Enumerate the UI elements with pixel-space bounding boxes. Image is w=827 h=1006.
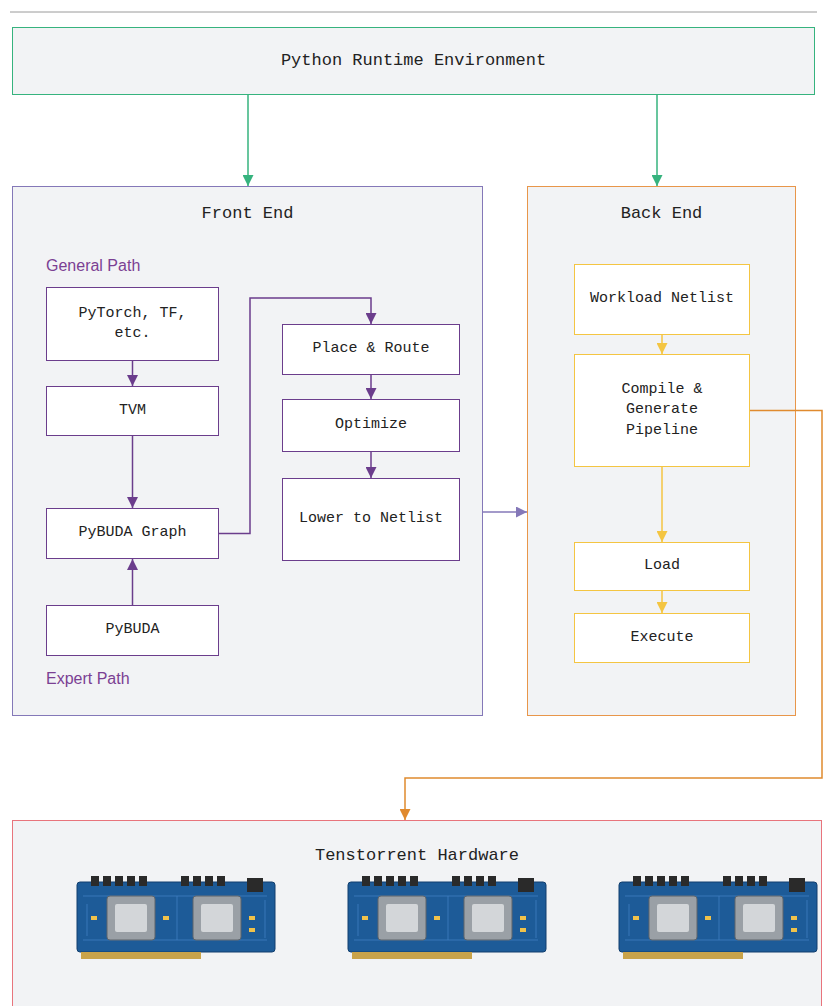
group-title: Tenstorrent Hardware (13, 845, 821, 868)
box-label: Workload Netlist (590, 289, 734, 309)
runtime-band: Python Runtime Environment (12, 27, 815, 95)
box-label: Execute (630, 628, 693, 648)
connector-arrow (656, 95, 658, 186)
hardware-group: Tenstorrent Hardware (12, 820, 822, 1006)
connector-arrow (661, 467, 663, 542)
box-label: PyBUDA (105, 620, 159, 640)
box-label: Load (644, 556, 680, 576)
connector-arrow (132, 436, 134, 508)
box-label: PyBUDA Graph (78, 523, 186, 543)
process-box: PyTorch, TF, etc. (46, 287, 219, 361)
process-box: Optimize (282, 399, 460, 452)
box-label: PyTorch, TF, etc. (59, 304, 206, 345)
process-box: Load (574, 542, 750, 591)
connector-arrow (370, 375, 372, 399)
box-label: Compile & Generate Pipeline (587, 380, 737, 441)
front-end-group: Front EndPyTorch, TF, etc. TVM PyBUDA Grap… (12, 186, 483, 716)
process-box: Execute (574, 613, 750, 663)
connector-arrow (661, 591, 663, 613)
group-title: Front End (13, 203, 482, 226)
back-end-group: Back EndWorkload NetlistCompile & Genera… (527, 186, 796, 716)
box-label: Optimize (335, 415, 407, 435)
accelerator-card (348, 876, 546, 959)
process-box: Place & Route (282, 324, 460, 375)
process-box: PyBUDA (46, 605, 219, 656)
process-box: Lower to Netlist (282, 478, 460, 561)
accelerator-card (619, 876, 817, 959)
connector-arrow (483, 511, 527, 513)
path-label: General Path (46, 257, 140, 275)
connector-arrow (132, 361, 134, 386)
connector-arrow (132, 559, 134, 605)
connector-arrow (405, 411, 822, 821)
process-box: Compile & Generate Pipeline (574, 354, 750, 467)
process-box: PyBUDA Graph (46, 508, 219, 559)
connector-arrow (219, 298, 371, 534)
path-label: Expert Path (46, 670, 130, 688)
box-label: TVM (119, 401, 146, 421)
group-title: Back End (528, 203, 795, 226)
accelerator-card (77, 876, 275, 959)
process-box: Workload Netlist (574, 264, 750, 335)
box-label: Place & Route (312, 339, 429, 359)
top-rule (10, 12, 817, 13)
box-label: Lower to Netlist (299, 509, 443, 529)
connector-arrow (370, 452, 372, 478)
connector-arrow (661, 335, 663, 354)
group-title: Python Runtime Environment (281, 50, 546, 73)
connector-arrow (247, 95, 249, 186)
process-box: TVM (46, 386, 219, 436)
